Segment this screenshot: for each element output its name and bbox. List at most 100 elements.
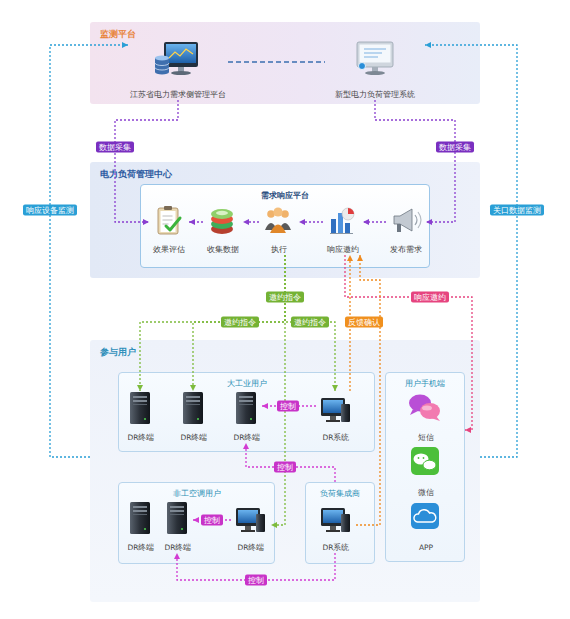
icon-node: 新型电力负荷管理系统	[325, 40, 425, 100]
database-icon	[211, 209, 233, 234]
monitor-icon	[155, 42, 198, 75]
server-icon	[130, 502, 150, 534]
connector-line	[228, 61, 325, 62]
icon-node: 收集数据	[203, 205, 243, 255]
monitor-icon	[357, 42, 393, 75]
icon-node: DR终端	[126, 501, 156, 553]
edge-label: 邀约指令	[221, 317, 259, 328]
group-box: 非工空调用户 DR终端 DR终端 DR终端	[118, 482, 275, 564]
node-label: APP	[419, 543, 433, 553]
server-icon	[236, 392, 256, 424]
icon-node: DR终端	[179, 391, 209, 443]
connector-line	[246, 443, 335, 482]
node-label: 江苏省电力需求侧管理平台	[130, 90, 226, 100]
node-label: 微信	[418, 488, 434, 498]
connector-line	[425, 45, 517, 457]
computer-icon	[321, 398, 350, 422]
icon-node: 响应邀约	[323, 205, 363, 255]
wechat-icon	[411, 447, 439, 475]
icon-node: 短信	[406, 391, 446, 443]
connector-line	[345, 255, 472, 430]
node-label: DR终端	[238, 543, 265, 553]
group-box: 大工业用户 DR终端 DR终端 DR终端 DR系统	[118, 372, 375, 452]
connector-line	[177, 553, 335, 580]
band-title: 参与用户	[100, 346, 136, 359]
platform-title: 需求响应平台	[261, 190, 309, 201]
edge-label: 反馈确认	[345, 317, 383, 328]
group-title: 大工业用户	[227, 378, 267, 389]
icon-node: APP	[406, 501, 446, 553]
connector-line	[299, 221, 323, 222]
app-icon	[411, 503, 439, 529]
edge-label: 邀约指令	[266, 292, 304, 303]
band-title: 监测平台	[100, 28, 136, 41]
node-label: 执行	[271, 245, 287, 255]
node-label: 效果评估	[153, 245, 185, 255]
group-title: 负荷集成商	[320, 488, 360, 499]
icon-node: DR终端	[231, 501, 271, 553]
megaphone-icon	[394, 209, 421, 232]
node-label: DR终端	[181, 433, 208, 443]
node-label: 发布需求	[390, 245, 422, 255]
group-box: 负荷集成商 DR系统	[305, 482, 375, 564]
node-label: 短信	[418, 433, 434, 443]
icon-node: DR系统	[316, 501, 356, 553]
node-label: DR系统	[323, 433, 350, 443]
connector-line	[193, 255, 285, 391]
server-icon	[130, 392, 150, 424]
connector-line	[193, 519, 231, 520]
icon-node: 效果评估	[149, 205, 189, 255]
connector-line	[262, 405, 316, 406]
connector-line	[271, 255, 285, 525]
node-label: DR终端	[234, 433, 261, 443]
server-icon	[183, 392, 203, 424]
connector-line	[189, 221, 203, 222]
edge-label: 数据采集	[96, 142, 134, 153]
icon-node: DR终端	[126, 391, 156, 443]
icon-node: 江苏省电力需求侧管理平台	[128, 40, 228, 100]
band-title: 电力负荷管理中心	[100, 168, 172, 181]
node-label: DR终端	[128, 433, 155, 443]
group-title: 非工空调用户	[173, 488, 221, 499]
clipboard-icon	[158, 206, 180, 234]
people-icon	[265, 207, 291, 233]
connector-line	[243, 221, 259, 222]
edge-label: 邀约指令	[291, 317, 329, 328]
connector-line	[285, 255, 335, 391]
group-title: 用户手机端	[405, 378, 445, 389]
connector-line	[115, 100, 178, 222]
edge-label: 数据采集	[436, 142, 474, 153]
platform-box: 需求响应平台效果评估 收集数据 执行 响应邀约 发布需求	[140, 184, 430, 268]
node-label: DR终端	[165, 543, 192, 553]
computer-icon	[236, 508, 265, 532]
section-band: 电力负荷管理中心需求响应平台效果评估 收集数据 执行 响应邀约 发布需求	[90, 162, 480, 278]
icon-node: 微信	[406, 446, 446, 498]
icon-node: DR终端	[163, 501, 193, 553]
icon-node: 发布需求	[386, 205, 426, 255]
node-label: DR系统	[323, 543, 350, 553]
connector-line	[140, 255, 285, 391]
section-band: 监测平台江苏省电力需求侧管理平台 新型电力负荷管理系统	[90, 22, 480, 104]
connector-line	[356, 255, 380, 525]
edge-label: 响应设备监测	[23, 205, 77, 216]
icon-node: DR系统	[316, 391, 356, 443]
icon-node: 执行	[259, 205, 299, 255]
node-label: 新型电力负荷管理系统	[335, 90, 415, 100]
server-icon	[167, 502, 187, 534]
node-label: DR终端	[128, 543, 155, 553]
connector-line	[50, 45, 128, 457]
group-box: 用户手机端短信微信 APP	[385, 372, 465, 562]
computer-icon	[321, 508, 350, 532]
node-label: 收集数据	[207, 245, 239, 255]
edge-label: 关口数据监测	[490, 205, 544, 216]
node-label: 响应邀约	[327, 245, 359, 255]
connector-line	[349, 255, 350, 391]
chart-icon	[330, 208, 354, 234]
section-band: 参与用户大工业用户DR终端DR终端DR终端DR系统非工空调用户DR终端DR终端D…	[90, 340, 480, 602]
connector-line	[363, 221, 386, 222]
sms-icon	[409, 395, 440, 422]
edge-label: 响应邀约	[411, 292, 449, 303]
icon-node: DR终端	[232, 391, 262, 443]
connector-line	[375, 100, 455, 222]
